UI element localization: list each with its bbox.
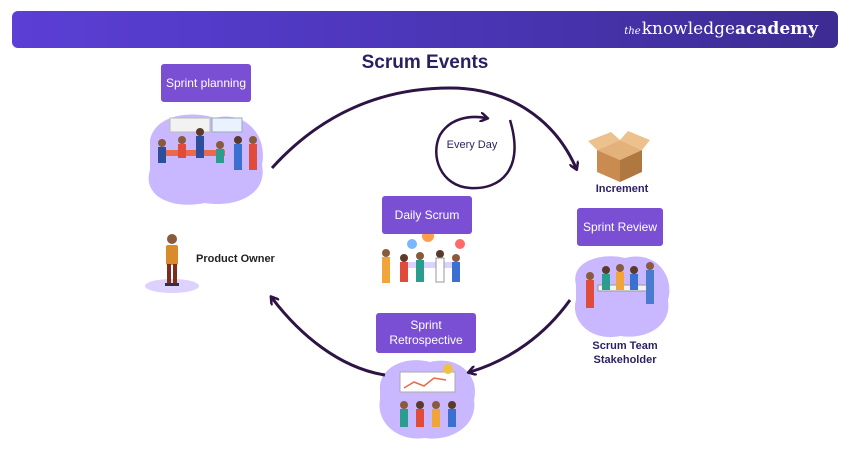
retro-team-illustration [399, 364, 456, 427]
increment-label: Increment [595, 183, 649, 195]
every-day-loop [435, 117, 516, 190]
scrum-team-label: Scrum Team [592, 340, 658, 352]
sprint-review-tag: Sprint Review [577, 208, 663, 246]
diagram-title: Scrum Events [361, 52, 489, 73]
product-owner-label: Product Owner [196, 253, 275, 265]
every-day-label: Every Day [446, 139, 498, 151]
planning-blob [148, 114, 263, 205]
arrow-review-to-retro [470, 299, 572, 372]
arrow-planning-to-increment [270, 86, 576, 168]
product-owner-figure [165, 234, 179, 286]
header-banner: theknowledgeacademy [12, 11, 838, 48]
increment-box-icon [588, 131, 650, 182]
brand-logo: theknowledgeacademy [624, 19, 818, 39]
daily-scrum-illustration [382, 230, 465, 283]
arrow-retro-to-planning [272, 298, 386, 377]
planning-team-illustration [158, 117, 257, 170]
stakeholder-label: Stakeholder [593, 354, 657, 366]
review-blob [574, 256, 670, 338]
sprint-retrospective-tag: Sprint Retrospective [376, 313, 476, 353]
daily-scrum-tag: Daily Scrum [382, 196, 472, 234]
sprint-planning-tag: Sprint planning [161, 64, 251, 102]
review-team-illustration [586, 262, 654, 308]
